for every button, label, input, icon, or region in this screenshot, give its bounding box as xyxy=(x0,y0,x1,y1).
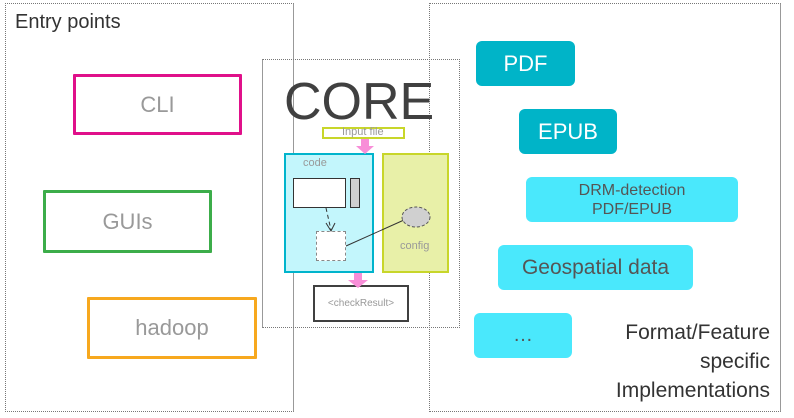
impl-drm-box[interactable]: DRM-detection PDF/EPUB xyxy=(526,177,738,222)
impl-pdf-box[interactable]: PDF xyxy=(476,41,575,86)
entry-guis-label: GUIs xyxy=(102,208,153,234)
input-file-box xyxy=(322,127,405,139)
impl-geospatial-box[interactable]: Geospatial data xyxy=(498,245,693,290)
code-target-box xyxy=(316,231,346,261)
impl-epub-label: EPUB xyxy=(538,118,598,144)
impl-epub-box[interactable]: EPUB xyxy=(519,109,617,154)
entry-hadoop-box[interactable]: hadoop xyxy=(87,297,257,359)
config-label: config xyxy=(400,240,430,252)
code-label: code xyxy=(303,157,327,169)
entry-guis-box[interactable]: GUIs xyxy=(43,190,212,253)
result-label: <checkResult> xyxy=(327,298,395,309)
impl-more-label: … xyxy=(513,324,533,346)
entry-hadoop-label: hadoop xyxy=(135,315,209,340)
core-panel xyxy=(262,59,460,328)
input-file-label: Input file xyxy=(342,126,384,138)
config-box xyxy=(382,153,449,273)
caption-line-1: Format/Feature xyxy=(625,321,770,344)
impl-drm-label-line2: PDF/EPUB xyxy=(591,200,672,218)
impl-drm-label-line1: DRM-detection xyxy=(578,181,686,199)
caption-line-3: Implementations xyxy=(615,379,770,402)
impl-geospatial-label: Geospatial data xyxy=(521,255,670,279)
code-module-box xyxy=(293,178,346,208)
caption-line-2: specific xyxy=(699,350,770,373)
entry-points-title: Entry points xyxy=(15,11,121,33)
code-side-bar xyxy=(350,178,360,208)
impl-more-box[interactable]: … xyxy=(474,313,572,358)
core-title: CORE xyxy=(284,73,435,131)
result-box: <checkResult> xyxy=(313,285,409,322)
entry-cli-label: CLI xyxy=(140,91,175,117)
impl-pdf-label: PDF xyxy=(503,50,548,76)
implementations-caption: Format/Feature specific Implementations xyxy=(570,318,770,405)
entry-cli-box[interactable]: CLI xyxy=(73,74,242,135)
